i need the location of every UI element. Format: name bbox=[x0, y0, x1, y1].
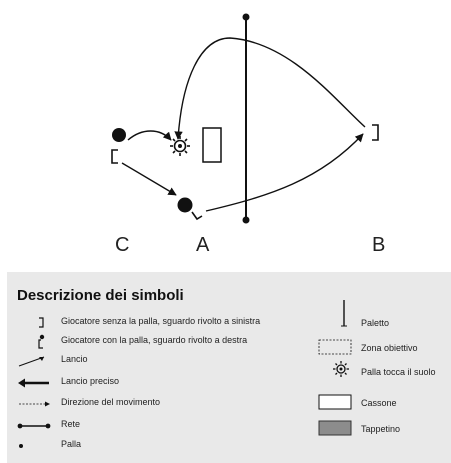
legend-item: Zona obiettivo bbox=[317, 338, 447, 356]
throw-arrow-a-to-b bbox=[205, 133, 364, 212]
player-c-with-ball bbox=[111, 128, 126, 164]
legend-label: Lancio bbox=[61, 354, 88, 364]
box-icon bbox=[318, 394, 352, 410]
legend-label: Tappetino bbox=[361, 424, 401, 434]
target-zone-icon bbox=[318, 339, 352, 355]
symbol-legend: Descrizione dei simboli Giocatore senza … bbox=[7, 272, 451, 463]
player-label-a: A bbox=[196, 234, 210, 256]
throw-arrow-c bbox=[127, 130, 172, 141]
player-label-b: B bbox=[372, 234, 386, 256]
net-icon bbox=[17, 423, 51, 429]
mat-icon bbox=[318, 420, 352, 436]
legend-item: Palla tocca il suolo bbox=[317, 360, 451, 382]
legend-label: Palla bbox=[61, 439, 82, 449]
box bbox=[202, 127, 222, 163]
ball-touches-ground-icon bbox=[333, 361, 349, 377]
player-a-with-ball bbox=[177, 197, 203, 221]
legend-item: Cassone bbox=[317, 393, 447, 411]
precise-throw-arrow-icon bbox=[18, 378, 49, 388]
player-label-c: C bbox=[115, 234, 130, 256]
player-without-ball-icon bbox=[39, 317, 44, 328]
legend-label: Zona obiettivo bbox=[361, 343, 418, 353]
legend-label: Lancio preciso bbox=[61, 376, 120, 386]
player-with-ball-icon bbox=[38, 334, 45, 349]
legend-label: Palla tocca il suolo bbox=[361, 367, 436, 377]
player-b-without-ball bbox=[372, 124, 379, 141]
legend-label: Cassone bbox=[361, 398, 397, 408]
post-icon bbox=[341, 300, 347, 327]
legend-title: Descrizione dei simboli bbox=[17, 287, 184, 304]
throw-arrow-b bbox=[174, 37, 366, 140]
net bbox=[242, 13, 250, 224]
legend-label: Direzione del movimento bbox=[61, 397, 161, 407]
throw-arrow-c-to-a bbox=[121, 162, 177, 196]
legend-item: Paletto bbox=[317, 298, 447, 330]
legend-item: Tappetino bbox=[317, 419, 447, 437]
game-diagram bbox=[111, 13, 379, 224]
legend-label: Paletto bbox=[361, 318, 390, 328]
legend-label: Giocatore con la palla, sguardo rivolto … bbox=[61, 335, 248, 345]
ball-icon bbox=[19, 444, 23, 448]
ball-touches-ground-icon bbox=[170, 136, 190, 156]
movement-arrow-icon bbox=[19, 401, 50, 407]
legend-label: Giocatore senza la palla, sguardo rivolt… bbox=[61, 316, 261, 326]
legend-label: Rete bbox=[61, 419, 81, 429]
throw-arrow-icon bbox=[18, 356, 45, 367]
